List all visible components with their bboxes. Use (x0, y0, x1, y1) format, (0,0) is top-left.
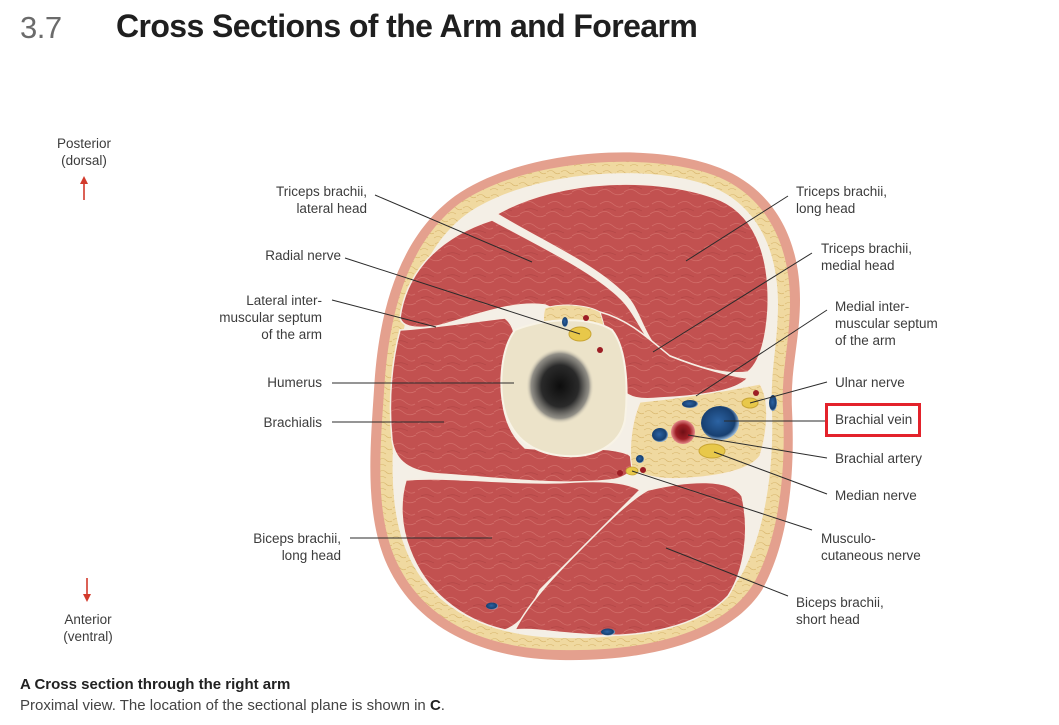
musculocutaneous-artery (617, 470, 623, 476)
profunda-artery (583, 315, 589, 321)
posterior-arrow-icon (80, 176, 88, 200)
label-ulnar-nerve: Ulnar nerve (835, 375, 905, 390)
superior-ulnar-vein (769, 395, 777, 411)
posterior-label: Posterior (dorsal) (56, 136, 112, 168)
brachialis-muscle (389, 317, 635, 483)
anterior-arrow-icon (83, 578, 91, 602)
label-median-nerve: Median nerve (835, 488, 917, 503)
basilic-vein-small (682, 400, 698, 408)
humerus-medullary-cavity (526, 348, 594, 424)
leader-radial-nerve (344, 257, 581, 335)
label-biceps-short-head: Biceps brachii, short head (796, 595, 884, 627)
anterior-label: Anterior (ventral) (63, 612, 113, 644)
label-brachial-vein: Brachial vein (835, 412, 913, 427)
label-humerus: Humerus (267, 375, 322, 390)
brachial-artery-vessel (671, 420, 695, 444)
label-biceps-long-head: Biceps brachii, long head (253, 531, 341, 563)
neurovascular-compartment (629, 383, 768, 480)
leader-lines-right (631, 195, 828, 597)
leader-triceps-long-head (685, 195, 789, 262)
label-brachialis: Brachialis (263, 415, 322, 430)
leader-medial-septum (695, 309, 828, 397)
superior-ulnar-artery (753, 390, 759, 396)
triceps-long-head-muscle (495, 183, 769, 374)
label-musculocutaneous-nerve: Musculo- cutaneous nerve (821, 531, 921, 563)
label-triceps-lateral-head: Triceps brachii, lateral head (275, 184, 367, 216)
cephalic-vein (486, 602, 498, 610)
caption-figure-reference: C (429, 697, 441, 714)
superficial-vein (601, 628, 615, 636)
section-number: 3.7 (20, 10, 62, 45)
caption-text-main: Proximal view. The location of the secti… (20, 697, 430, 714)
profunda-vein (562, 317, 568, 327)
brachial-vein-vessel (701, 406, 739, 440)
caption-text-end: . (440, 697, 445, 714)
leader-biceps-short-head (665, 547, 789, 597)
musculocutaneous-vein (636, 455, 644, 463)
figure-caption-title: A Cross section through the right arm (20, 676, 291, 693)
highlight-box (825, 403, 921, 437)
leader-ulnar-nerve (749, 381, 828, 404)
median-nerve-bundle (698, 443, 726, 459)
label-brachial-artery: Brachial artery (835, 451, 923, 466)
label-lateral-intermuscular-septum: Lateral inter- muscular septum of the ar… (219, 293, 322, 342)
leader-musculocutaneous-nerve (631, 470, 813, 531)
label-radial-nerve: Radial nerve (265, 248, 341, 263)
profunda-artery-2 (597, 347, 603, 353)
label-medial-intermuscular-septum: Medial inter- muscular septum of the arm (835, 299, 938, 348)
label-triceps-long-head: Triceps brachii, long head (796, 184, 888, 216)
musculocutaneous-artery-2 (640, 467, 646, 473)
label-triceps-medial-head: Triceps brachii, medial head (821, 241, 913, 273)
leader-brachial-artery (687, 434, 828, 459)
leader-triceps-lateral-head (374, 194, 533, 263)
figure-caption-text: Proximal view. The location of the secti… (20, 697, 445, 714)
leader-triceps-medial-head (652, 252, 813, 353)
leader-median-nerve (713, 451, 828, 495)
leader-lines-left (331, 194, 581, 539)
leader-lateral-septum (331, 299, 437, 328)
brachial-vein-small (652, 428, 668, 442)
page-title: Cross Sections of the Arm and Forearm (116, 8, 698, 44)
